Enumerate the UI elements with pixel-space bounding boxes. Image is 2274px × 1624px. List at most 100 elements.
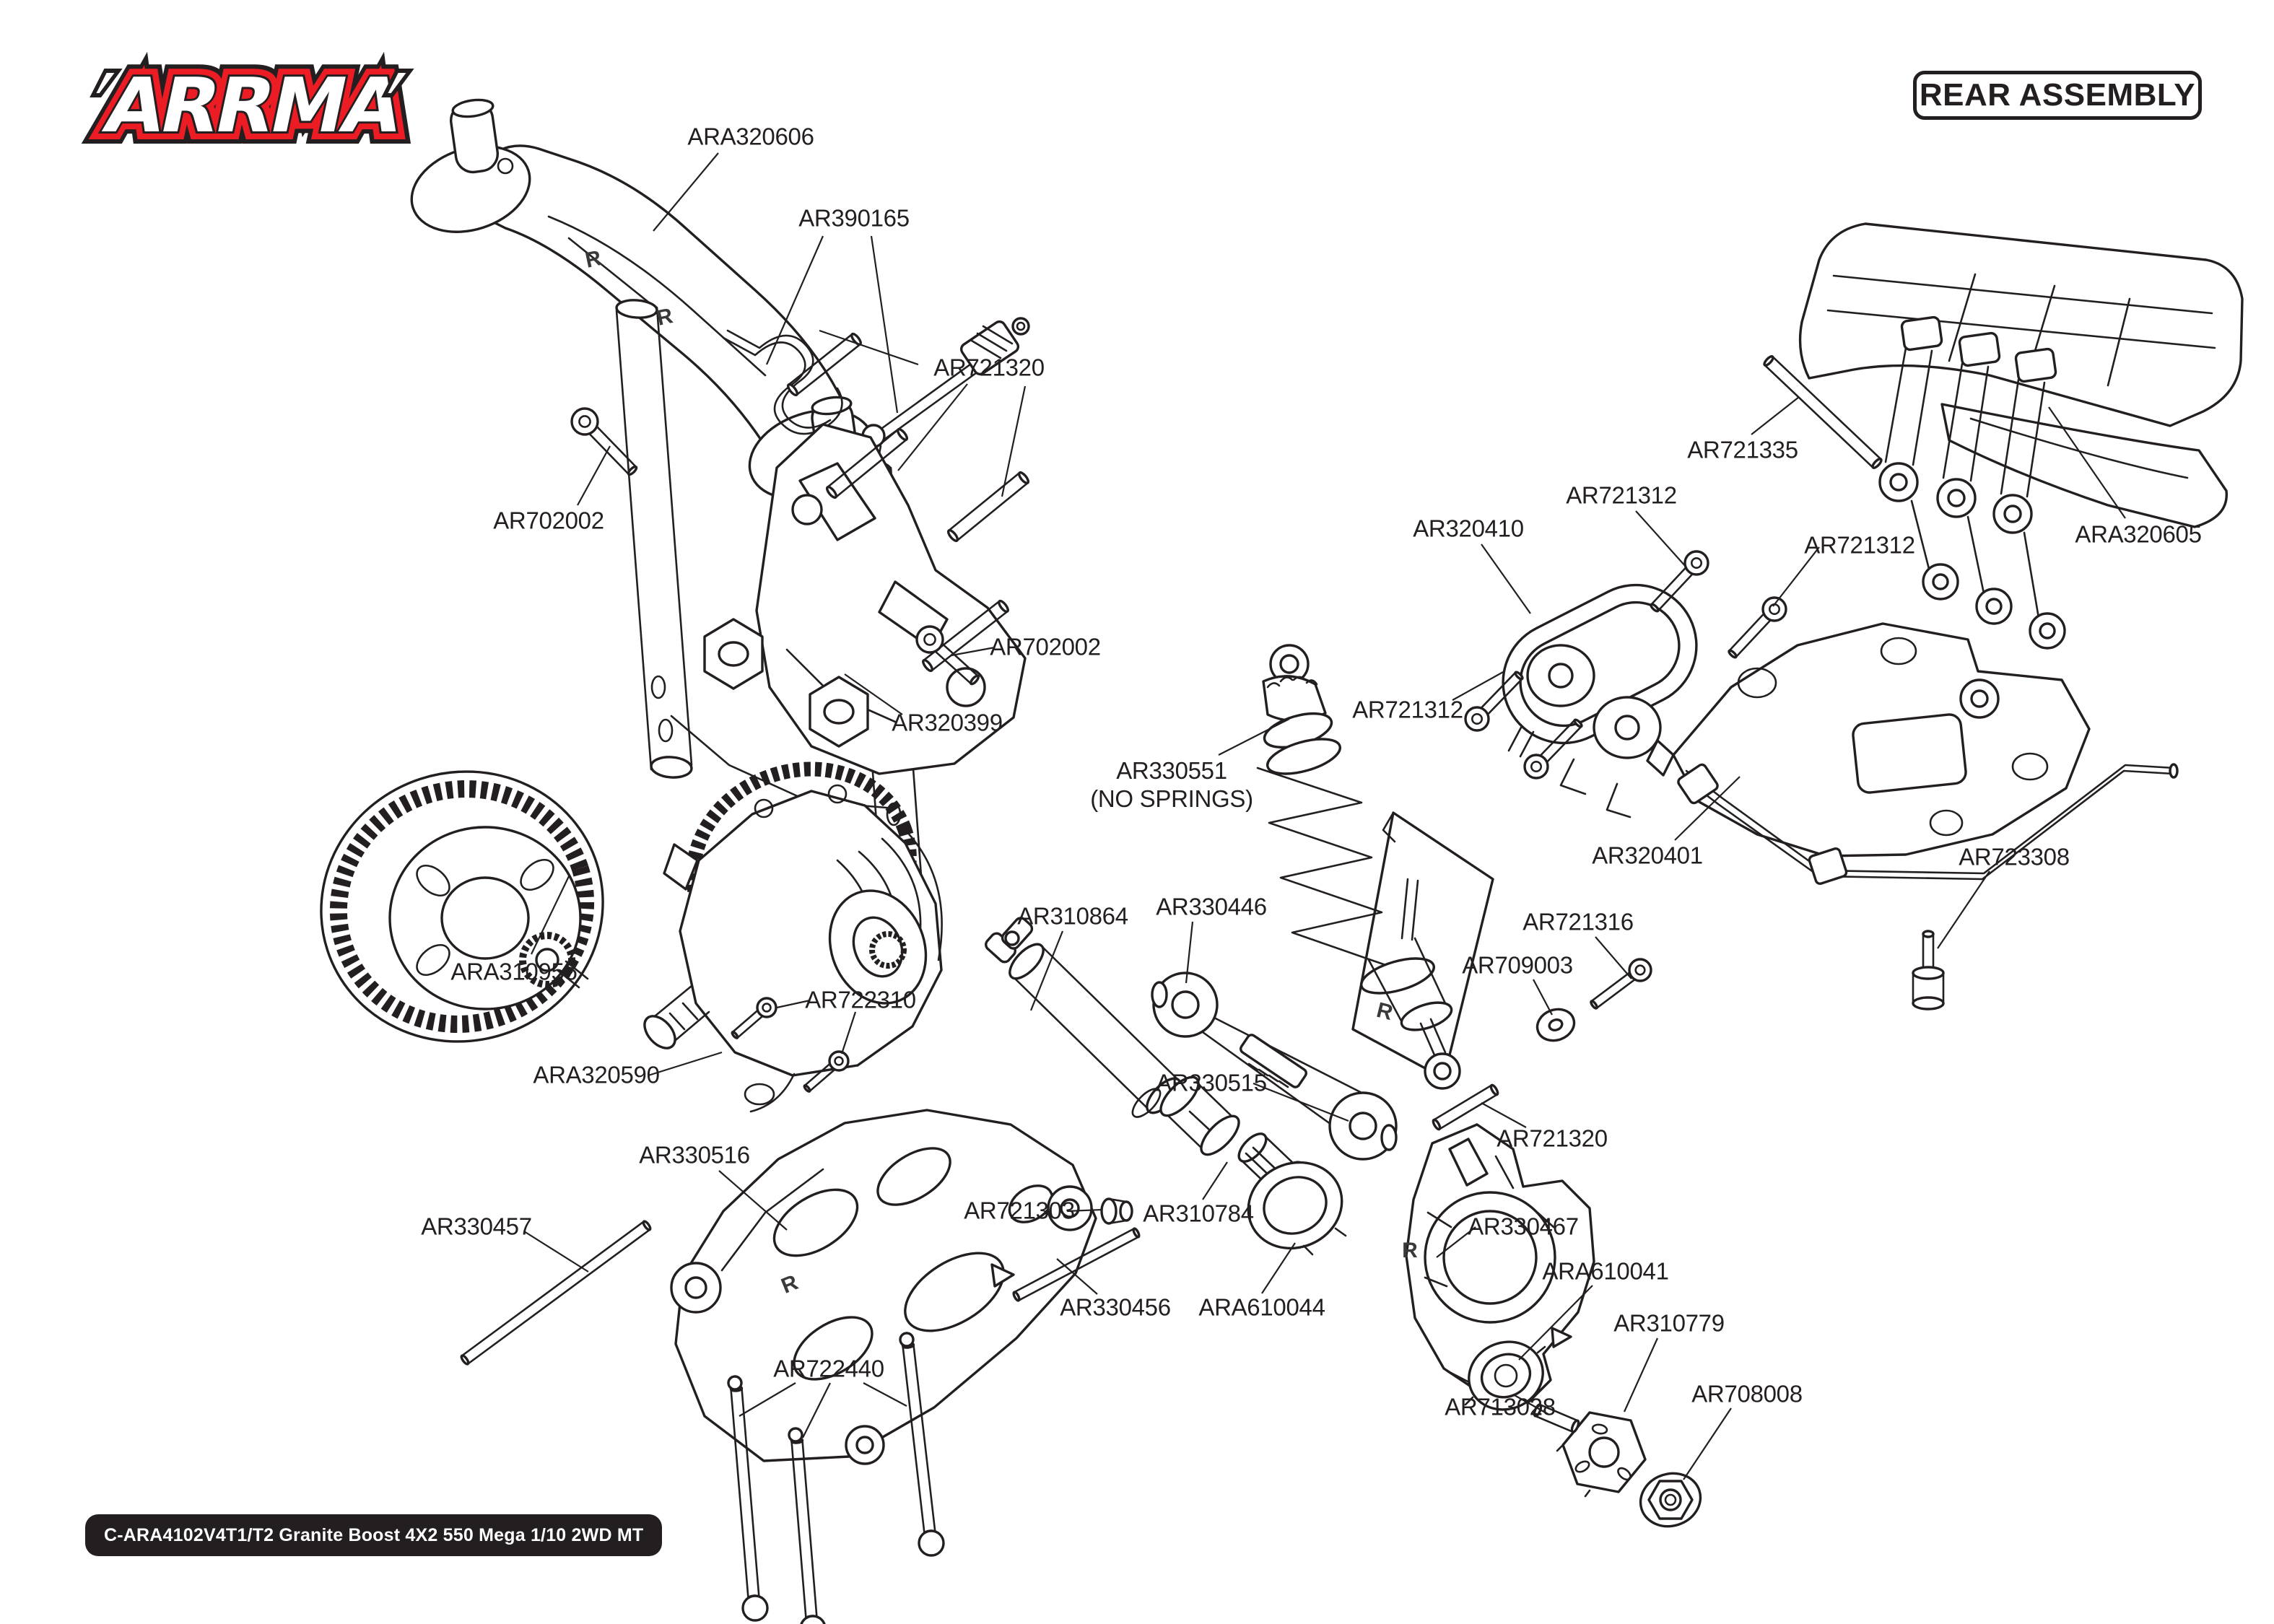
screw-ar722310 bbox=[762, 1003, 772, 1013]
skid-plate-drawing bbox=[1646, 622, 2179, 885]
pin-ar721320 bbox=[835, 438, 907, 499]
screw-ar721312 bbox=[1464, 706, 1490, 732]
leader-line bbox=[523, 1231, 589, 1272]
pin-ar722440 bbox=[912, 1343, 936, 1534]
part-label-ar320410: AR320410 bbox=[1413, 515, 1524, 542]
part-label-ar709003: AR709003 bbox=[1462, 951, 1573, 979]
pin-ar330456 bbox=[1012, 1291, 1021, 1302]
screw-ar702002 bbox=[970, 674, 980, 686]
pin-ar721320 bbox=[825, 485, 838, 499]
bearing-drawing bbox=[1464, 1340, 1546, 1411]
part-marking-r: R bbox=[1374, 997, 1395, 1026]
pin-ar721335 bbox=[1764, 364, 1874, 469]
screw-ar722310 bbox=[756, 997, 777, 1018]
screw-ar721312 bbox=[1523, 754, 1549, 780]
pin-ar330456 bbox=[1013, 1227, 1136, 1293]
washer-drawing bbox=[1535, 1008, 1576, 1042]
leader-line bbox=[1481, 543, 1531, 614]
screw-ar721316 bbox=[1590, 1000, 1598, 1010]
bumper-drawing bbox=[1798, 222, 2244, 650]
part-label-ar722440: AR722440 bbox=[773, 1355, 884, 1382]
part-label-ar320401: AR320401 bbox=[1592, 842, 1703, 869]
pin-ar721320 bbox=[796, 343, 861, 396]
part-label-ar721312: AR721312 bbox=[1352, 696, 1463, 723]
part-label-ara320606: ARA320606 bbox=[687, 123, 814, 150]
leader-line bbox=[1202, 1161, 1228, 1200]
leader-line bbox=[531, 876, 570, 955]
pin-ar721335 bbox=[1772, 355, 1882, 460]
fastener-layer bbox=[460, 332, 1883, 1624]
screw-ar721316 bbox=[1628, 958, 1652, 982]
part-label-ar721312: AR721312 bbox=[1566, 481, 1677, 509]
part-label-ar702002: AR702002 bbox=[493, 507, 604, 534]
pin-ar722440 bbox=[801, 1439, 818, 1619]
screw-ar721312 bbox=[1683, 550, 1709, 576]
part-label-ar310784: AR310784 bbox=[1143, 1200, 1254, 1227]
pivot-ball-drawing bbox=[1100, 1197, 1133, 1225]
brand-logo: ARRMA ARRMA ARRMA bbox=[85, 51, 423, 159]
leader-line bbox=[1518, 1285, 1593, 1361]
part-label-ara610041: ARA610041 bbox=[1542, 1257, 1669, 1285]
leader-line bbox=[1253, 1082, 1349, 1122]
part-label-ar320399: AR320399 bbox=[892, 709, 1003, 736]
screw-ar721316 bbox=[1634, 964, 1646, 976]
leader-line bbox=[1481, 1102, 1527, 1128]
screw-ar721312 bbox=[1471, 712, 1484, 725]
pin-ar721320 bbox=[1432, 1118, 1442, 1131]
pin-ar721320 bbox=[1489, 1083, 1499, 1096]
part-label-ara310956: ARA310956 bbox=[450, 958, 578, 985]
part-label-ar390165: AR390165 bbox=[798, 204, 910, 232]
pin-ar330456 bbox=[1132, 1227, 1141, 1239]
screw-ar722310 bbox=[834, 1056, 844, 1066]
screw-ar702002 bbox=[915, 625, 944, 654]
part-label-ar330456: AR330456 bbox=[1060, 1293, 1171, 1321]
leader-line bbox=[718, 1170, 788, 1231]
pin-ar713028 bbox=[1570, 1419, 1580, 1433]
part-label-ar330515: AR330515 bbox=[1156, 1069, 1267, 1096]
part-label-ar702002: AR702002 bbox=[990, 633, 1101, 660]
pin-ar722440 bbox=[741, 1387, 760, 1599]
part-label-ar708008: AR708008 bbox=[1691, 1380, 1803, 1407]
part-label-ar713028: AR713028 bbox=[1445, 1393, 1556, 1420]
pin-ball-end bbox=[918, 1529, 945, 1557]
brand-logo-text: ARRMA bbox=[97, 61, 411, 149]
part-label-ar330457: AR330457 bbox=[421, 1213, 532, 1240]
screw-ar721312 bbox=[1728, 649, 1738, 659]
pin-ar721320 bbox=[956, 481, 1029, 542]
leader-line bbox=[1751, 396, 1800, 435]
screw-ar702002 bbox=[570, 407, 599, 436]
pin-ball-top bbox=[788, 1427, 803, 1443]
page-title: REAR ASSEMBLY bbox=[1913, 71, 2202, 120]
leader-line bbox=[776, 999, 811, 1009]
part-marking-r: R bbox=[777, 1270, 802, 1298]
lower-arm-drawing bbox=[670, 1109, 1097, 1465]
axle-seal-drawing bbox=[1247, 1161, 1347, 1256]
pin-ball-end bbox=[800, 1615, 826, 1624]
leader-line bbox=[1674, 776, 1741, 841]
pin-ar721320 bbox=[1438, 1093, 1499, 1130]
screw-ar702002 bbox=[627, 465, 638, 476]
leader-line bbox=[1635, 510, 1687, 568]
leader-line bbox=[844, 673, 903, 715]
pin-ar721320 bbox=[946, 528, 959, 543]
footer-model-badge: C-ARA4102V4T1/T2 Granite Boost 4X2 550 M… bbox=[85, 1514, 663, 1556]
part-label-ar722310: AR722310 bbox=[805, 986, 916, 1013]
screw-ar702002 bbox=[923, 633, 936, 646]
leader-line bbox=[863, 1382, 907, 1407]
leader-line bbox=[897, 383, 968, 471]
pin-ar721320 bbox=[922, 658, 933, 673]
leader-line bbox=[648, 1051, 723, 1077]
leader-line bbox=[1595, 936, 1632, 979]
link-mount-drawing bbox=[1502, 583, 1698, 818]
pin-ar721320 bbox=[788, 333, 853, 386]
driveshaft-drawing bbox=[985, 917, 1240, 1156]
part-label-ar721320: AR721320 bbox=[933, 354, 1045, 381]
pin-ar721335 bbox=[1871, 458, 1883, 469]
leader-line bbox=[951, 646, 996, 657]
part-label-ara320605: ARA320605 bbox=[2075, 520, 2202, 548]
part-label-ar723308: AR723308 bbox=[1959, 843, 2070, 870]
pin-ar721320 bbox=[1017, 471, 1030, 485]
